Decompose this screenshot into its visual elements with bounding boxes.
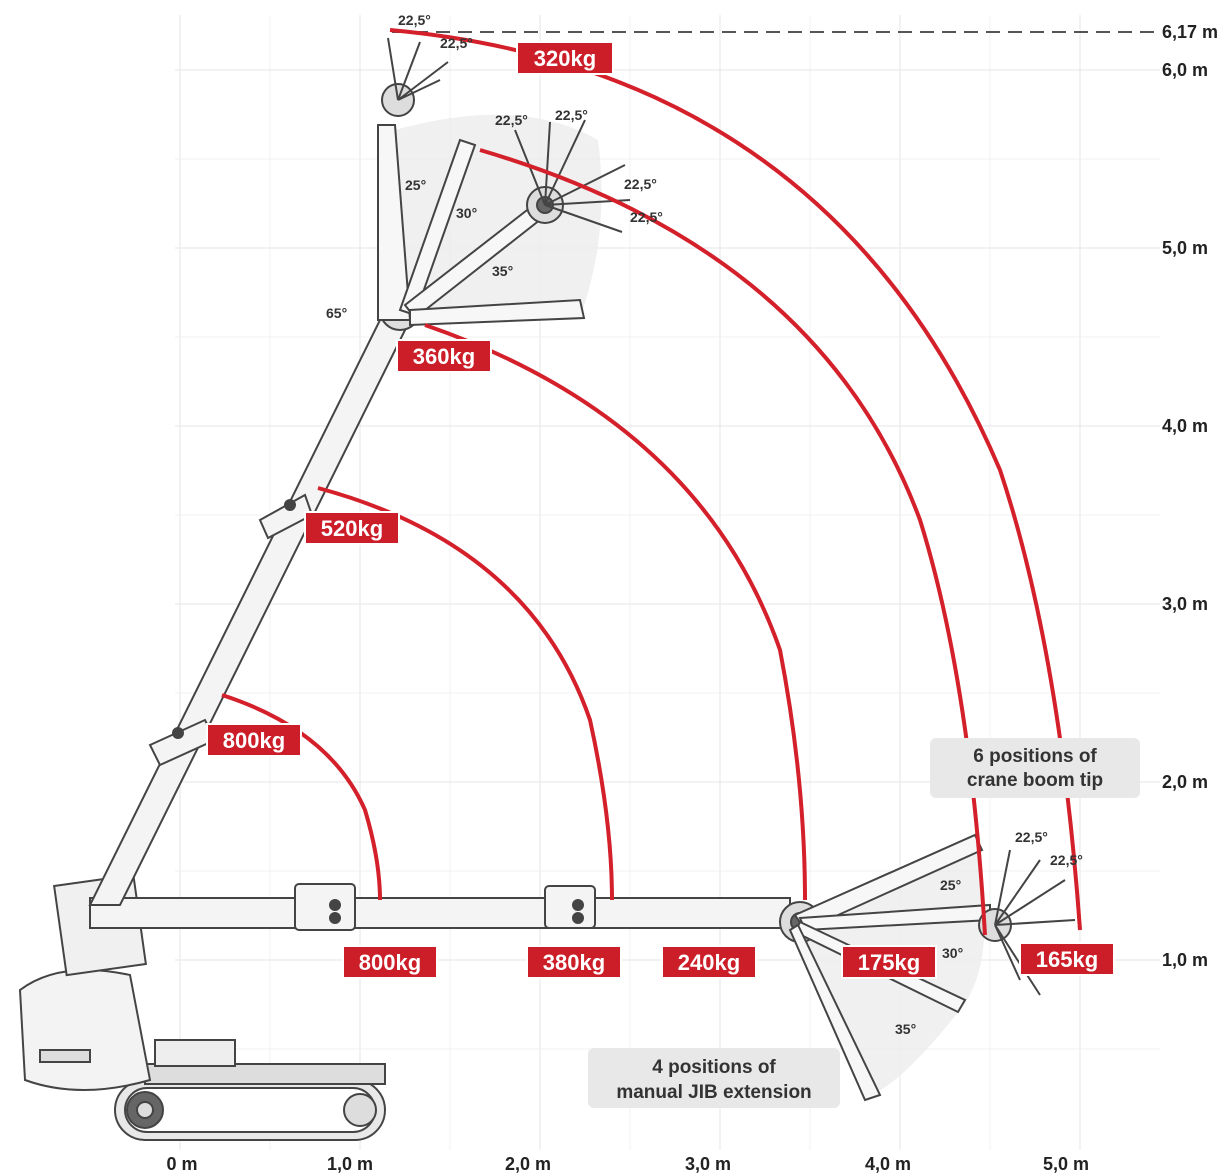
angle-25-bot: 25° — [940, 877, 961, 893]
y-label-2: 2,0 m — [1162, 772, 1208, 792]
crane-base — [18, 873, 386, 1141]
svg-text:520kg: 520kg — [321, 516, 383, 541]
angle-65: 65° — [326, 305, 347, 321]
load-label-320: 320kg — [516, 41, 614, 75]
x-label-3: 3,0 m — [685, 1154, 731, 1174]
boom-tip-note: 6 positions of crane boom tip — [930, 738, 1140, 798]
angle-35-bot: 35° — [895, 1021, 916, 1037]
angle-22-4: 22,5° — [555, 107, 588, 123]
y-label-4: 4,0 m — [1162, 416, 1208, 436]
svg-text:crane boom tip: crane boom tip — [967, 770, 1103, 791]
curve-800 — [221, 693, 382, 901]
grid — [175, 15, 1160, 1150]
angle-30-bot: 30° — [942, 945, 963, 961]
y-label-6: 6,0 m — [1162, 60, 1208, 80]
load-label-380: 380kg — [526, 945, 622, 979]
inclined-boom — [88, 289, 421, 906]
svg-text:320kg: 320kg — [534, 46, 596, 71]
y-axis-labels: 1,0 m 2,0 m 3,0 m 4,0 m 5,0 m 6,0 m 6,17… — [1162, 22, 1218, 970]
jib-note: 4 positions of manual JIB extension — [588, 1048, 840, 1108]
x-label-0: 0 m — [166, 1154, 197, 1174]
svg-text:380kg: 380kg — [543, 950, 605, 975]
y-label-1: 1,0 m — [1162, 950, 1208, 970]
x-label-5: 5,0 m — [1043, 1154, 1089, 1174]
svg-text:240kg: 240kg — [678, 950, 740, 975]
load-label-240: 240kg — [661, 945, 757, 979]
angle-22-5: 22,5° — [624, 176, 657, 192]
svg-text:800kg: 800kg — [223, 728, 285, 753]
y-label-max: 6,17 m — [1162, 22, 1218, 42]
x-label-1: 1,0 m — [327, 1154, 373, 1174]
angle-labels: 22,5° 22,5° 22,5° 22,5° 22,5° 22,5° 22,5… — [326, 12, 1083, 1037]
curve-360 — [424, 323, 807, 901]
upper-jib-sweep — [395, 114, 602, 316]
angle-25-top: 25° — [405, 177, 426, 193]
y-label-3: 3,0 m — [1162, 594, 1208, 614]
load-curves — [221, 28, 1082, 936]
load-label-800-horiz: 800kg — [342, 945, 438, 979]
angle-30-top: 30° — [456, 205, 477, 221]
angle-22-3: 22,5° — [495, 112, 528, 128]
angle-22-7: 22,5° — [1015, 829, 1048, 845]
horizontal-boom — [89, 883, 821, 943]
load-label-165: 165kg — [1019, 942, 1115, 976]
svg-text:175kg: 175kg — [858, 950, 920, 975]
svg-text:6 positions of: 6 positions of — [973, 746, 1097, 767]
angle-22-6: 22,5° — [630, 209, 663, 225]
load-label-520: 520kg — [304, 511, 400, 545]
curve-520 — [317, 486, 614, 901]
angle-35-top: 35° — [492, 263, 513, 279]
curve-320 — [389, 28, 1082, 931]
x-label-2: 2,0 m — [505, 1154, 551, 1174]
load-labels: 320kg 360kg 520kg 800kg 800kg 380kg 240k… — [206, 41, 1115, 979]
load-label-800-incline: 800kg — [206, 723, 302, 757]
lower-tip-flower — [994, 849, 1076, 996]
upper-jib-arms — [377, 83, 586, 327]
angle-22-8: 22,5° — [1050, 852, 1083, 868]
load-label-360: 360kg — [396, 339, 492, 373]
x-axis-labels: 0 m 1,0 m 2,0 m 3,0 m 4,0 m 5,0 m — [166, 1154, 1089, 1174]
svg-text:360kg: 360kg — [413, 344, 475, 369]
svg-text:800kg: 800kg — [359, 950, 421, 975]
x-label-4: 4,0 m — [865, 1154, 911, 1174]
svg-text:165kg: 165kg — [1036, 947, 1098, 972]
svg-text:manual JIB extension: manual JIB extension — [616, 1082, 811, 1103]
angle-22-1: 22,5° — [398, 12, 431, 28]
load-label-175: 175kg — [841, 945, 937, 979]
angle-22-2: 22,5° — [440, 35, 473, 51]
y-label-5: 5,0 m — [1162, 238, 1208, 258]
svg-text:4 positions of: 4 positions of — [652, 1057, 776, 1078]
